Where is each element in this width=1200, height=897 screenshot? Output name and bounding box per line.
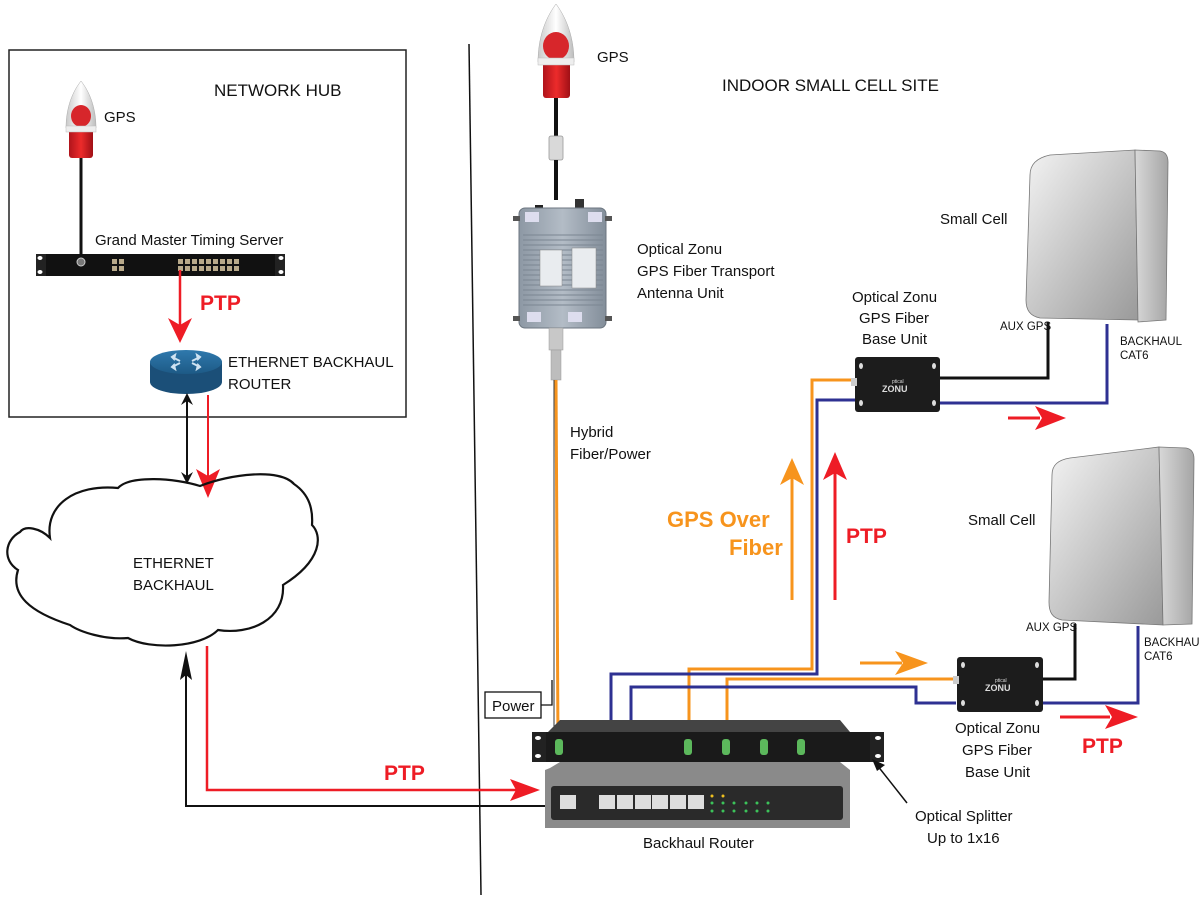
- power-connector-line: [541, 680, 553, 706]
- base-unit-2: ptical ZONU: [953, 657, 1043, 712]
- gps-fiber-transport-antenna-unit: [513, 199, 612, 381]
- base-unit-1-label-line1: Optical Zonu: [852, 289, 937, 306]
- small-cell-2-aux-gps-label: AUX GPS: [1026, 622, 1077, 634]
- small-cell-1-backhaul-label-line1: BACKHAUL: [1120, 336, 1183, 348]
- ptp-arrow-cell-1: [1008, 406, 1066, 430]
- timing-server-label: Grand Master Timing Server: [95, 232, 283, 249]
- backhaul-router: [545, 762, 850, 828]
- base-unit-2-brand-small: ptical: [995, 678, 1007, 684]
- optical-splitter: [532, 720, 884, 762]
- base-unit-2-label-line2: GPS Fiber: [962, 742, 1032, 759]
- hybrid-fiber-power-cable: [554, 379, 560, 743]
- ptp-arrow-cell-2: [1060, 705, 1138, 729]
- router-label-line1: ETHERNET BACKHAUL: [228, 354, 394, 371]
- ethernet-backhaul-cloud-icon: [6, 473, 319, 647]
- small-cell-2: [1048, 446, 1195, 626]
- small-cell-2-backhaul-label-line1: BACKHAUL: [1144, 637, 1200, 649]
- small-cell-1-backhaul-label-line2: CAT6: [1120, 350, 1149, 362]
- hybrid-label-line2: Fiber/Power: [570, 446, 651, 463]
- backhaul-cat6-cable-1: [935, 324, 1109, 405]
- ptp-arrow-server-to-router: [168, 270, 192, 343]
- ptp-label-cell-2: PTP: [1082, 735, 1123, 758]
- backhaul-router-label: Backhaul Router: [643, 835, 754, 852]
- antenna-unit-label-line2: GPS Fiber Transport: [637, 263, 775, 280]
- aux-gps-cable-2: [1040, 624, 1077, 681]
- ethernet-backhaul-router-icon: [150, 350, 222, 394]
- splitter-label-line1: Optical Splitter: [915, 808, 1013, 825]
- antenna-unit-label-line1: Optical Zonu: [637, 241, 722, 258]
- hub-gps-label: GPS: [104, 109, 136, 126]
- base-unit-2-label-line3: Base Unit: [965, 764, 1031, 781]
- router-label-line2: ROUTER: [228, 376, 292, 393]
- splitter-label-line2: Up to 1x16: [927, 830, 1000, 847]
- base-unit-1: ptical ZONU: [851, 357, 940, 412]
- small-cell-1: [1025, 149, 1169, 323]
- cables-to-base-unit-1: [609, 378, 855, 800]
- ptp-up-label: PTP: [846, 525, 887, 548]
- hub-gps-antenna-icon: [65, 80, 97, 258]
- gps-over-fiber-label-line2: Fiber: [729, 535, 783, 560]
- section-divider: [468, 43, 482, 896]
- splitter-pointer-arrow: [872, 759, 908, 804]
- grand-master-timing-server: [36, 254, 285, 276]
- ptp-up-arrow: [823, 452, 847, 600]
- power-label: Power: [492, 698, 535, 715]
- small-cell-2-label: Small Cell: [968, 512, 1036, 529]
- cloud-label-line1: ETHERNET: [133, 555, 214, 572]
- indoor-site-title: INDOOR SMALL CELL SITE: [722, 76, 939, 95]
- small-cell-2-backhaul-label-line2: CAT6: [1144, 651, 1173, 663]
- hybrid-label-line1: Hybrid: [570, 424, 613, 441]
- power-box: [484, 691, 542, 719]
- network-hub-title: NETWORK HUB: [214, 81, 342, 100]
- gps-over-fiber-arrow: [780, 458, 804, 600]
- ptp-label-hub: PTP: [200, 292, 241, 315]
- backhaul-cat6-cable-2: [1040, 626, 1140, 705]
- site-gps-label: GPS: [597, 49, 629, 66]
- base-unit-2-label-line1: Optical Zonu: [955, 720, 1040, 737]
- base-unit-1-brand-large: ZONU: [882, 384, 908, 394]
- base-unit-2-brand-large: ZONU: [985, 683, 1011, 693]
- base-unit-1-label-line2: GPS Fiber: [859, 310, 929, 327]
- gps-over-fiber-label-line1: GPS Over: [667, 507, 770, 532]
- ptp-label-cloud-link: PTP: [384, 762, 425, 785]
- base-unit-1-label-line3: Base Unit: [862, 331, 928, 348]
- antenna-unit-label-line3: Antenna Unit: [637, 285, 725, 302]
- base-unit-1-brand-small: ptical: [892, 379, 904, 385]
- cloud-label-line2: BACKHAUL: [133, 577, 214, 594]
- small-cell-1-label: Small Cell: [940, 211, 1008, 228]
- small-cell-1-aux-gps-label: AUX GPS: [1000, 321, 1051, 333]
- cloud-to-router-link: [180, 646, 562, 812]
- gps-fiber-arrow-cell-2: [860, 651, 928, 675]
- aux-gps-cable-1: [935, 322, 1050, 380]
- site-gps-antenna-icon: [537, 3, 575, 200]
